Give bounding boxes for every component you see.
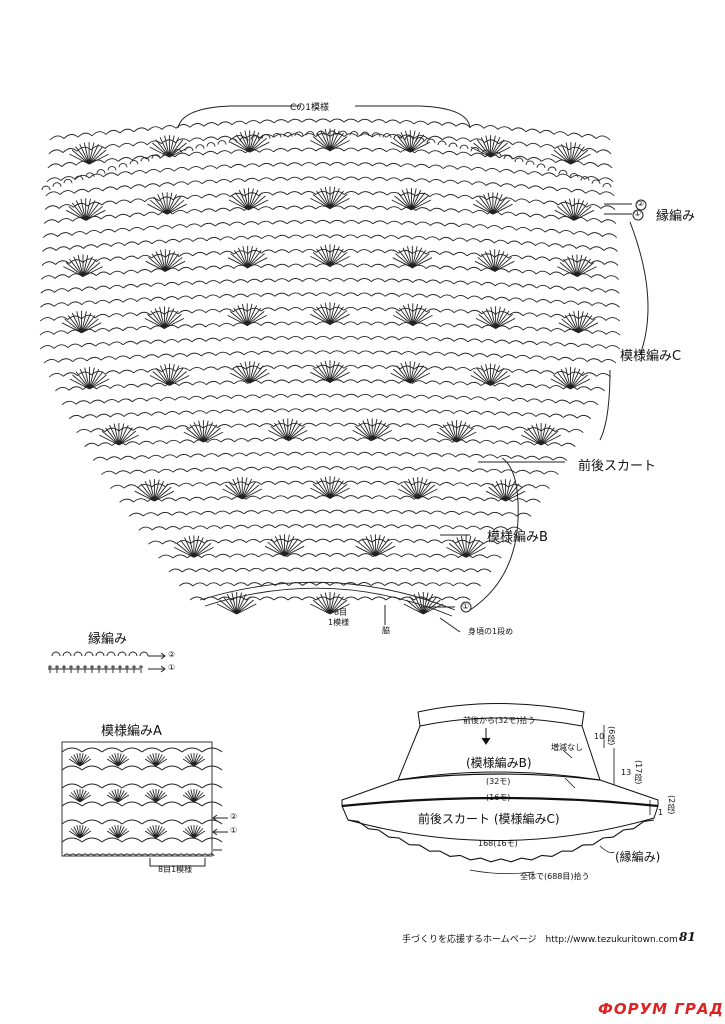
leader-lines <box>177 105 649 633</box>
skirt-pattern-c-label: 前後スカート (模様編みC) <box>418 812 560 826</box>
pattern-a-row-2: ② <box>230 812 238 821</box>
repeat-b-stitches: 8目 <box>334 608 348 617</box>
skirt-label: 前後スカート <box>578 459 657 474</box>
bodice-first-row-note: 身頃の1段め <box>468 627 514 636</box>
pattern-c-label: 模様編みC <box>620 349 682 364</box>
dim-10-rows: (6段) <box>607 726 616 746</box>
edging-schematic-label: (縁編み) <box>615 850 661 864</box>
no-change-label: 増減なし <box>551 743 583 752</box>
edging-row-2-marker: ② <box>637 199 645 208</box>
pattern-b-label: 模様編みB <box>487 530 548 545</box>
edging-chart-row-1: ① <box>168 663 176 672</box>
edging-chart-row-2: ② <box>168 650 176 659</box>
row-1-marker: ① <box>462 602 470 611</box>
repeat-b-label: 1模様 <box>328 618 350 627</box>
pattern-a-row-1: ① <box>230 826 238 835</box>
dim-1: 1 <box>658 808 664 817</box>
repeat-c-label: Cの1模様 <box>290 103 330 113</box>
pickup-bottom-label: 全体で(688目)拾う <box>520 872 590 881</box>
pickup-top-label: 前後から(32モ)拾う <box>463 716 536 725</box>
skirt-stitch-diagram <box>39 118 621 617</box>
count-168-label: 168(16モ) <box>478 839 518 848</box>
pattern-a-repeat: 8目1模様 <box>158 865 193 874</box>
watermark: ФОРУМ ГРАД <box>598 1000 724 1018</box>
pattern-b-schematic-label: (模様編みB) <box>466 756 532 770</box>
edging-chart-title: 縁編み <box>88 632 128 647</box>
pattern-a-title: 模様編みA <box>101 724 162 739</box>
edging-label: 縁編み <box>656 209 696 224</box>
dim-1-rows: (2段) <box>667 795 676 815</box>
edging-row-1-marker: ① <box>634 209 642 218</box>
count-16-label: (16モ) <box>486 793 511 802</box>
dim-10: 10 <box>594 732 605 741</box>
page-number: 81 <box>679 930 696 944</box>
dim-13: 13 <box>621 768 632 777</box>
count-32-label: (32モ) <box>486 777 511 786</box>
footer-text: 手づくりを応援するホームページ http://www.tezukuritown.… <box>402 935 678 945</box>
dim-13-rows: (17段) <box>634 760 643 785</box>
side-seam-label: 脇 <box>382 626 390 635</box>
